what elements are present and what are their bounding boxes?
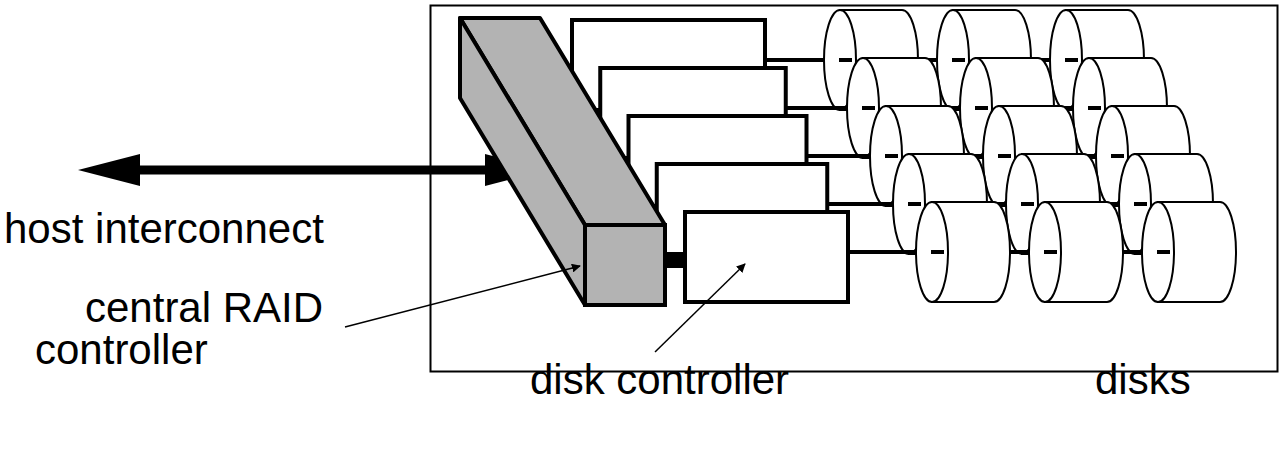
raid-controller-front bbox=[585, 225, 665, 305]
disk-axle bbox=[1134, 202, 1147, 206]
enclosure bbox=[431, 6, 1278, 372]
part-label: disks bbox=[1095, 356, 1191, 404]
disk-axle bbox=[1044, 250, 1057, 254]
disk-axle bbox=[1111, 154, 1124, 158]
interconnect-head bbox=[78, 154, 140, 186]
disk-face bbox=[916, 202, 948, 302]
disk-axle bbox=[839, 58, 852, 62]
interconnect-label: host interconnect bbox=[4, 205, 324, 253]
disk-axle bbox=[1157, 250, 1170, 254]
disk-axle bbox=[975, 106, 988, 110]
raid-controller-side bbox=[460, 18, 585, 305]
disk-axle bbox=[1088, 106, 1101, 110]
interconnect-shaft bbox=[130, 166, 495, 175]
disk-axle bbox=[885, 154, 898, 158]
leader-line bbox=[655, 264, 745, 352]
disk-axle bbox=[908, 202, 921, 206]
disk-face bbox=[1142, 202, 1174, 302]
disk-axle bbox=[931, 250, 944, 254]
disk-controller-box bbox=[685, 212, 848, 302]
part-label: disk controller bbox=[530, 356, 789, 404]
disk-axle bbox=[862, 106, 875, 110]
disk-axle bbox=[998, 154, 1011, 158]
raid-link bbox=[667, 255, 685, 268]
controller-label: central RAID controller bbox=[35, 287, 335, 371]
disk-axle bbox=[952, 58, 965, 62]
disk-face bbox=[1029, 202, 1061, 302]
disk-axle bbox=[1021, 202, 1034, 206]
disk-axle bbox=[1065, 58, 1078, 62]
leader-line bbox=[345, 266, 580, 327]
